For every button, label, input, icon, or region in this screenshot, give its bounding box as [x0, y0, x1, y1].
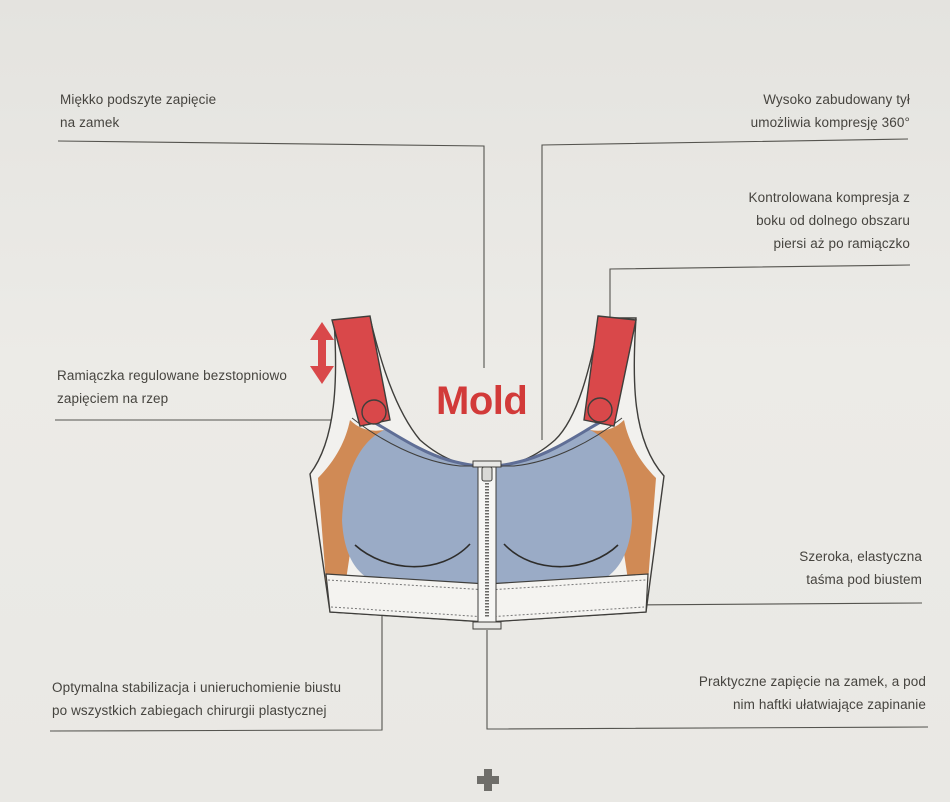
annotation-line: Ramiączka regulowane bezstopniowo [57, 368, 287, 383]
strap-left-buckle [361, 399, 387, 425]
annotation-soft-zipper: Miękko podszyte zapięcie na zamek [60, 88, 216, 134]
annotation-adjustable-straps: Ramiączka regulowane bezstopniowo zapięc… [57, 364, 287, 410]
leader-lines [49, 138, 929, 732]
zipper-slider [481, 466, 493, 482]
annotation-line: Szeroka, elastyczna [799, 549, 922, 564]
leader-line-top-left [57, 140, 485, 368]
strap-left [331, 315, 391, 427]
annotation-side-compression: Kontrolowana kompresja z boku od dolnego… [749, 186, 910, 255]
annotation-line: zapięciem na rzep [57, 391, 169, 406]
annotation-line: piersi aż po ramiączko [773, 236, 910, 251]
brand-logo: Mold [436, 379, 528, 423]
leader-line-band [629, 602, 923, 606]
annotation-front-zipper: Praktyczne zapięcie na zamek, a pod nim … [699, 670, 926, 716]
annotation-line: nim haftki ułatwiające zapinanie [732, 697, 926, 712]
zipper-top-stop [472, 460, 502, 468]
annotation-line: Praktyczne zapięcie na zamek, a pod [698, 674, 926, 689]
annotation-line: Miękko podszyte zapięcie [60, 92, 217, 107]
plus-cross-icon [477, 769, 499, 791]
annotation-line: Optymalna stabilizacja i unieruchomienie… [52, 680, 342, 695]
strap-right-buckle [587, 397, 613, 423]
annotation-stabilization: Optymalna stabilizacja i unieruchomienie… [52, 676, 341, 722]
annotation-high-back: Wysoko zabudowany tył umożliwia kompresj… [751, 88, 910, 134]
annotation-elastic-band: Szeroka, elastyczna taśma pod biustem [799, 545, 922, 591]
cup-curve-right [503, 543, 619, 568]
annotation-line: boku od dolnego obszaru [756, 213, 910, 228]
band-stitch-top [327, 579, 647, 591]
annotation-line: Wysoko zabudowany tył [763, 92, 910, 107]
bra-illustration [309, 317, 665, 630]
annotation-line: po wszystkich zabiegach chirurgii plasty… [52, 703, 327, 718]
straps [331, 315, 637, 427]
leader-line-top-right [541, 138, 909, 440]
annotation-line: taśma pod biustem [806, 572, 922, 587]
annotation-line: Kontrolowana kompresja z [748, 190, 910, 205]
annotation-line: umożliwia kompresję 360° [750, 115, 910, 130]
leader-line-stabilization [49, 585, 383, 732]
zipper-bottom-stop [472, 621, 502, 630]
double-headed-arrow-icon [310, 322, 334, 384]
cup-curve-left [354, 543, 471, 568]
leader-line-zipper [486, 630, 929, 730]
leader-line-mid-right [609, 264, 911, 425]
annotation-line: na zamek [60, 115, 120, 130]
